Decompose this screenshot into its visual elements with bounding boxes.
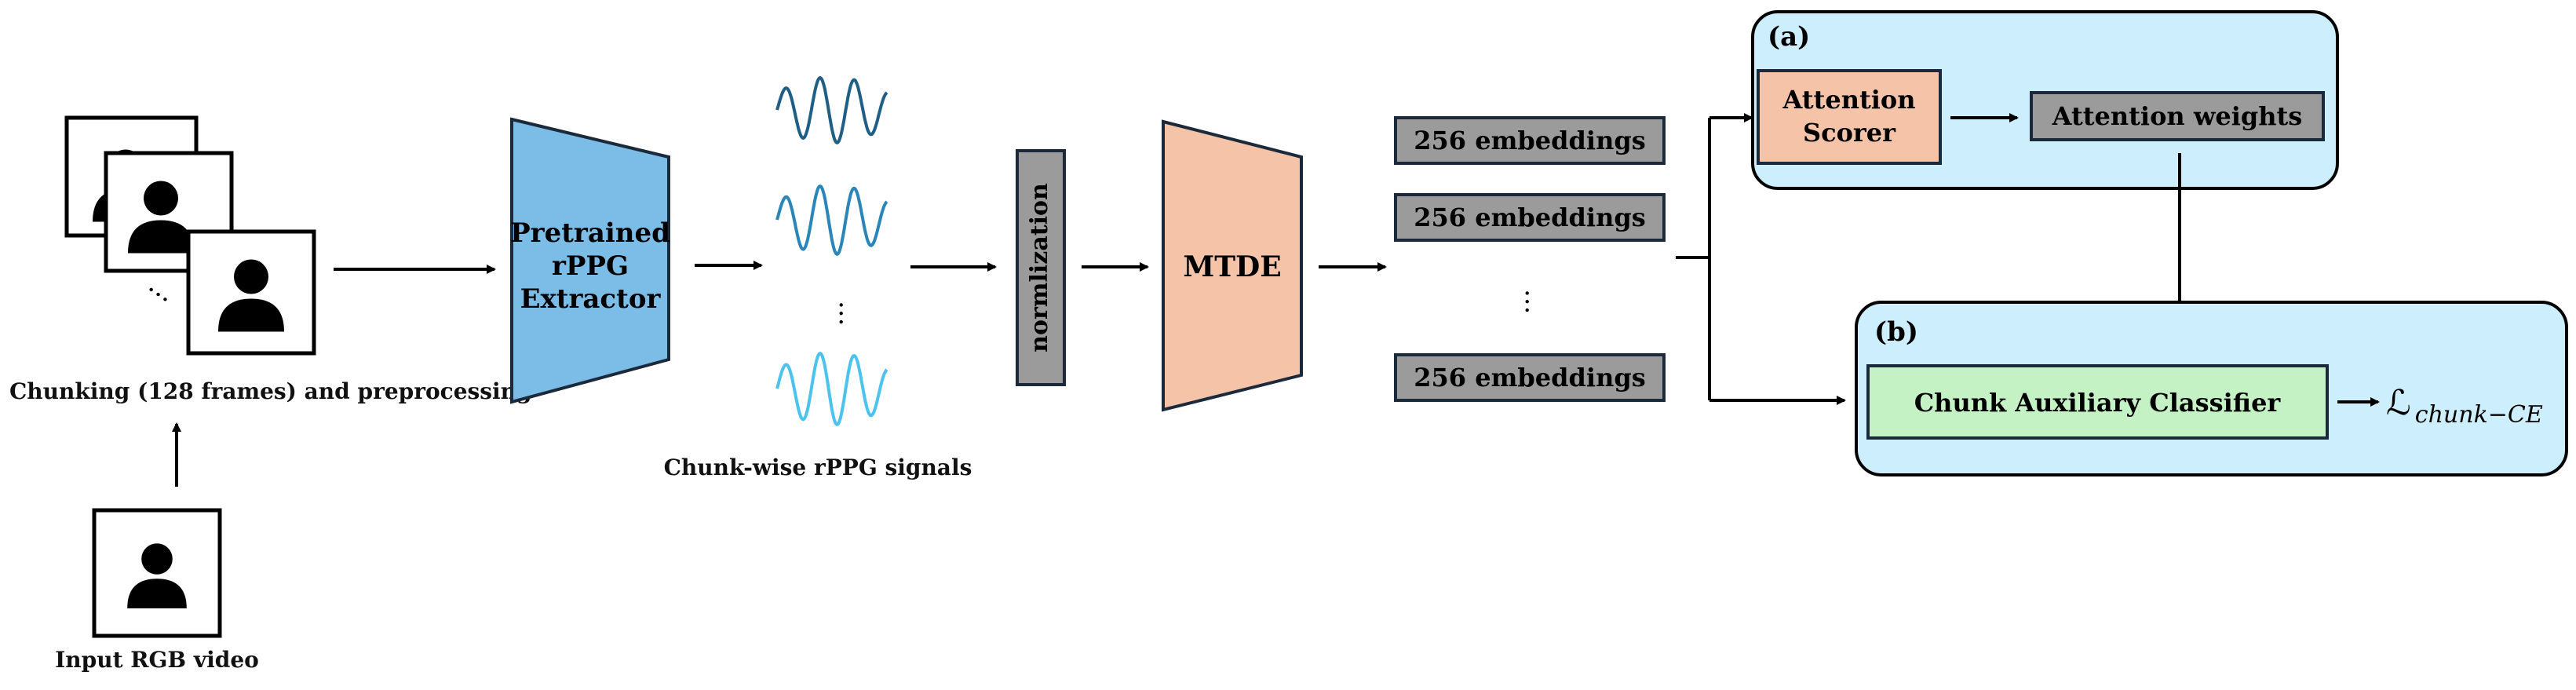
signal-wave-3 [775, 352, 888, 426]
signals-ellipsis: ... [833, 301, 864, 326]
embedding-box-2 [1394, 193, 1666, 242]
chunk-classifier-box [1866, 364, 2329, 440]
loss-label: ℒ chunk−CE [2386, 383, 2543, 429]
extractor-block: Pretrained rPPG Extractor [510, 117, 670, 404]
chunk-classifier-label: Chunk Auxiliary Classifier [1914, 388, 2282, 418]
mtde-block: MTDE [1162, 119, 1303, 412]
embedding-label-1: 256 embeddings [1414, 126, 1645, 155]
mtde-label: MTDE [1183, 250, 1281, 283]
signal-wave-1 [775, 76, 888, 144]
normalization-box [1016, 149, 1066, 386]
embedding-box-3 [1394, 353, 1666, 402]
extractor-line2: rPPG [552, 250, 629, 282]
embedding-label-2: 256 embeddings [1414, 203, 1645, 232]
embeddings-group: 256 embeddings 256 embeddings ... 256 em… [1394, 116, 1666, 402]
chunking-caption: Chunking (128 frames) and preprocessing [9, 378, 532, 404]
extractor-line1: Pretrained [510, 217, 670, 249]
panel-b-tag: (b) [1874, 316, 1918, 348]
mtde-trapezoid [1162, 119, 1303, 412]
chunking-ellipsis: ... [143, 268, 182, 308]
signals-caption: Chunk-wise rPPG signals [664, 455, 972, 480]
attention-scorer-box [1757, 69, 1942, 165]
panel-b: (b) Chunk Auxiliary Classifier ℒ chunk−C… [1855, 301, 2568, 476]
extractor-line3: Extractor [520, 283, 662, 315]
attention-scorer-line1: Attention [1782, 85, 1916, 115]
panel-a-tag: (a) [1768, 21, 1810, 53]
signal-wave-2 [775, 184, 888, 256]
attention-scorer-line2: Scorer [1803, 118, 1896, 148]
chunking-frames: ... Chunking (128 frames) and preprocess… [9, 115, 532, 404]
signals-group: ... Chunk-wise rPPG signals [664, 76, 972, 480]
loss-symbol: ℒ [2386, 383, 2411, 423]
embeddings-ellipsis: ... [1519, 289, 1550, 314]
loss-subscript: chunk−CE [2415, 401, 2543, 429]
attention-weights-label: Attention weights [2052, 101, 2303, 131]
normalization-block: normlization [1016, 149, 1066, 386]
attention-weights-box [2030, 91, 2325, 141]
panel-a: (a) Attention Scorer Attention weights [1751, 10, 2339, 190]
normalization-label: normlization [1026, 183, 1053, 352]
embedding-label-3: 256 embeddings [1414, 363, 1645, 392]
embedding-box-1 [1394, 116, 1666, 165]
branch-connector [1676, 113, 1846, 405]
input-video-caption: Input RGB video [55, 647, 259, 673]
extractor-trapezoid [510, 117, 670, 404]
input-video: Input RGB video [55, 508, 259, 673]
